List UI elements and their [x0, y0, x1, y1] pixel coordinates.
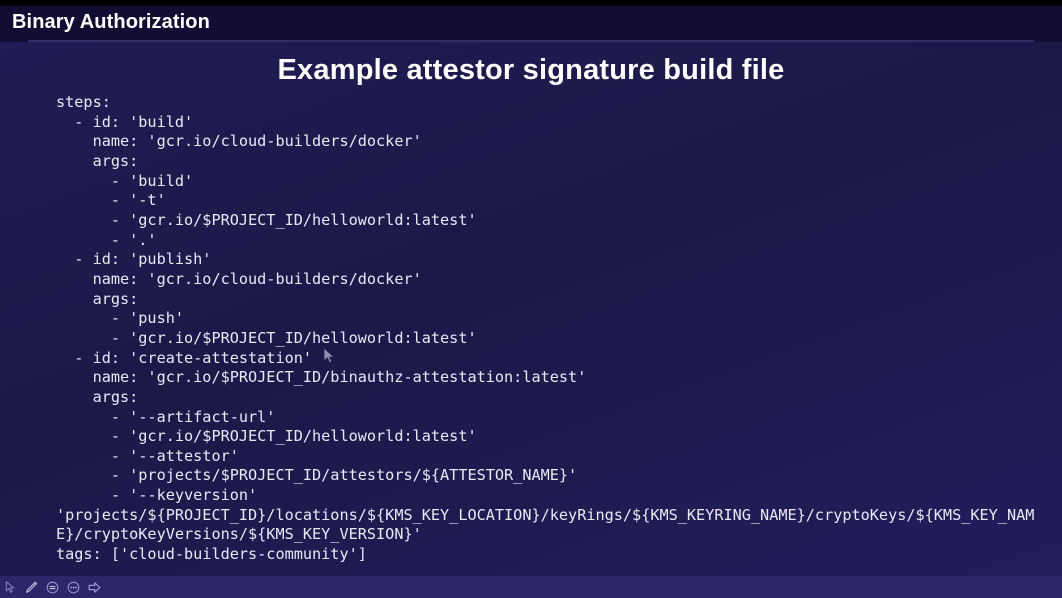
code-line: - '--attestor'	[56, 446, 239, 465]
header-divider	[28, 40, 1034, 42]
code-line: - id: 'build'	[56, 112, 194, 131]
code-line: - 'gcr.io/$PROJECT_ID/helloworld:latest'	[56, 427, 477, 446]
code-line: - '-t'	[56, 191, 166, 210]
code-line: 'projects/${PROJECT_ID}/locations/${KMS_…	[56, 505, 1035, 544]
code-line: - 'gcr.io/$PROJECT_ID/helloworld:latest'	[56, 328, 477, 347]
pen-icon[interactable]	[22, 578, 41, 597]
code-line: - 'push'	[56, 309, 185, 328]
next-icon[interactable]	[85, 578, 104, 597]
previous-icon[interactable]	[43, 578, 62, 597]
code-line: args:	[56, 289, 139, 308]
options-icon[interactable]	[64, 578, 83, 597]
top-letterbox	[0, 0, 1062, 6]
code-line: - 'projects/$PROJECT_ID/attestors/${ATTE…	[56, 466, 578, 485]
code-line: steps:	[56, 93, 111, 111]
code-line: args:	[56, 387, 139, 406]
code-line: name: 'gcr.io/$PROJECT_ID/binauthz-attes…	[56, 368, 587, 387]
presenter-toolbar[interactable]	[0, 576, 1062, 598]
code-line: - id: 'create-attestation'	[56, 348, 313, 367]
pointer-icon[interactable]	[1, 578, 20, 597]
code-line: args:	[56, 151, 139, 170]
code-line: tags: ['cloud-builders-community']	[56, 545, 367, 564]
code-line: - '.'	[56, 230, 157, 249]
code-line: - 'gcr.io/$PROJECT_ID/helloworld:latest'	[56, 210, 477, 229]
section-header-band	[0, 6, 1062, 42]
code-line: - id: 'publish'	[56, 250, 212, 269]
code-block: steps: - id: 'build' name: 'gcr.io/cloud…	[56, 93, 1041, 565]
code-line: - 'build'	[56, 171, 194, 190]
code-line: - '--keyversion'	[56, 486, 258, 505]
code-line: name: 'gcr.io/cloud-builders/docker'	[56, 269, 422, 288]
code-line: - '--artifact-url'	[56, 407, 276, 426]
slide-title: Example attestor signature build file	[277, 54, 785, 86]
section-header-title: Binary Authorization	[12, 11, 210, 33]
code-line: name: 'gcr.io/cloud-builders/docker'	[56, 132, 422, 151]
